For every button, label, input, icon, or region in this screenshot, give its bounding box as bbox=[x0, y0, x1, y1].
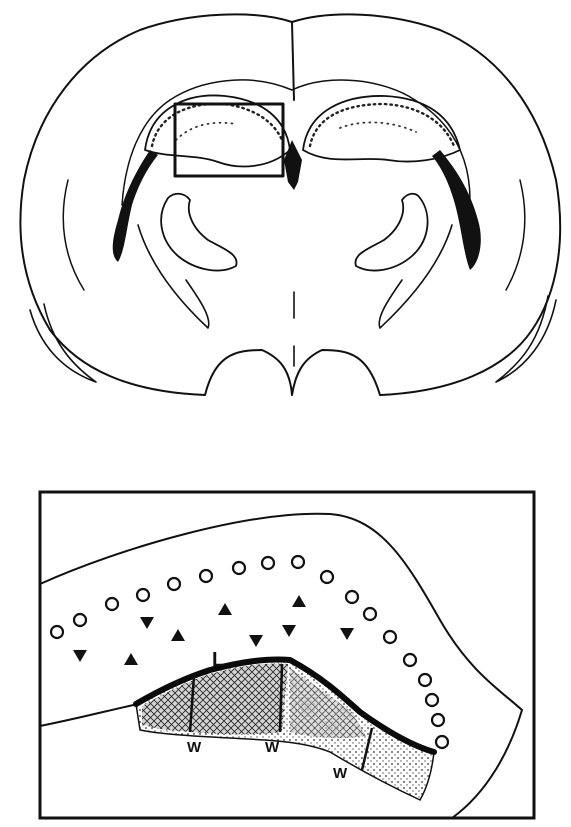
circle-marker bbox=[106, 598, 118, 610]
brain-outline bbox=[20, 14, 560, 395]
circle-marker bbox=[262, 557, 274, 569]
left-lateral-rim bbox=[30, 304, 96, 382]
circle-marker bbox=[419, 674, 431, 686]
circle-marker bbox=[432, 714, 444, 726]
circle-marker bbox=[74, 614, 86, 626]
right-ventricle bbox=[432, 150, 481, 270]
hatched-region bbox=[142, 663, 288, 734]
circle-marker bbox=[346, 591, 358, 603]
left-internal-capsule bbox=[161, 194, 236, 271]
triangle-down-marker bbox=[282, 625, 296, 637]
label-w-2: W bbox=[265, 739, 280, 756]
circle-marker bbox=[200, 570, 212, 582]
left-hippocampus bbox=[145, 95, 290, 166]
circle-marker bbox=[321, 571, 333, 583]
triangle-down-marker bbox=[340, 628, 354, 640]
triangle-down-marker bbox=[249, 635, 263, 647]
circle-marker bbox=[233, 562, 245, 574]
triangle-down-marker bbox=[140, 617, 154, 629]
circle-marker bbox=[436, 736, 448, 748]
label-w-1: W bbox=[187, 739, 202, 756]
triangle-up-marker bbox=[124, 653, 138, 665]
midline bbox=[292, 22, 294, 100]
label-w-3: W bbox=[333, 765, 348, 782]
inset-frame bbox=[40, 492, 534, 818]
inset-panel: L W W W bbox=[40, 492, 534, 818]
circle-marker bbox=[404, 654, 416, 666]
right-hippocampus bbox=[303, 96, 460, 162]
label-l: L bbox=[212, 649, 224, 671]
circle-marker bbox=[292, 556, 304, 568]
triangle-up-marker bbox=[292, 595, 306, 607]
circle-marker bbox=[137, 589, 149, 601]
lower-edge bbox=[40, 704, 138, 726]
circle-marker bbox=[426, 694, 438, 706]
brain-section bbox=[20, 14, 560, 395]
triangle-down-marker bbox=[73, 650, 87, 662]
circle-marker bbox=[168, 578, 180, 590]
triangle-up-marker bbox=[171, 629, 185, 641]
circle-marker bbox=[384, 631, 396, 643]
triangle-up-marker bbox=[218, 603, 232, 615]
cortex-inner-contour bbox=[170, 80, 470, 200]
circle-marker bbox=[51, 626, 63, 638]
left-ventricle bbox=[113, 150, 158, 262]
third-ventricle bbox=[284, 140, 302, 190]
circle-marker bbox=[364, 608, 376, 620]
right-internal-capsule bbox=[355, 194, 427, 271]
